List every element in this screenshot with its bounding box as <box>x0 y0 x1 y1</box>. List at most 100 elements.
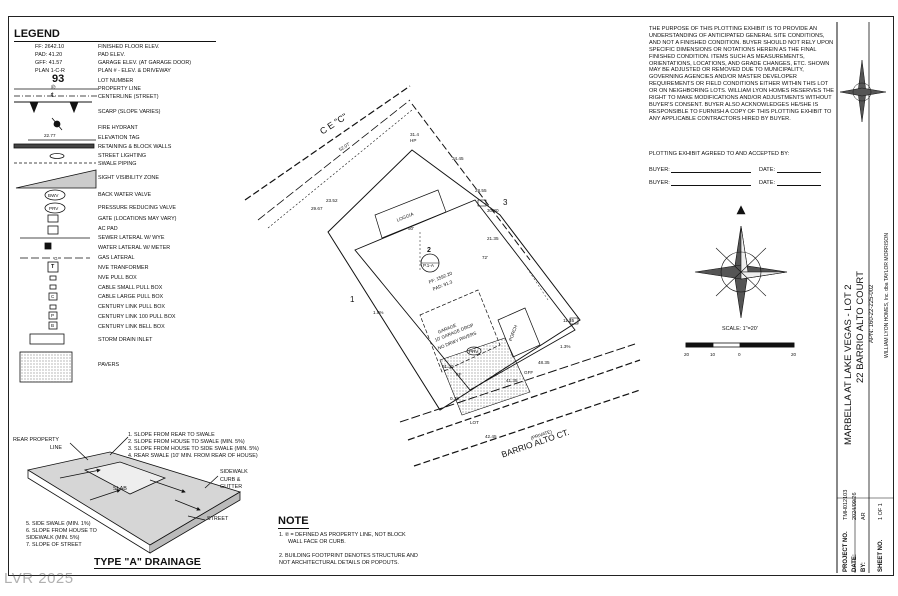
legend-label: CENTERLINE (STREET) <box>98 94 159 100</box>
sheet-value: 1 OF 1 <box>878 503 884 520</box>
by-value: AR <box>861 512 867 520</box>
drainage-step: SIDEWALK (MIN. 5%) <box>26 535 80 541</box>
project-no-label: PROJECT NO. <box>843 531 849 572</box>
legend-symbol-bwv: BWV <box>48 193 59 198</box>
buyer-line-2[interactable] <box>671 179 752 186</box>
plan-dim: 50' <box>408 226 414 231</box>
legend-label: CENTURY LINK PULL BOX <box>98 304 166 310</box>
plan-lot-number: 2 <box>427 247 431 254</box>
drainage-title: TYPE "A" DRAINAGE <box>94 556 201 569</box>
legend-label: PAD ELEV. <box>98 52 125 58</box>
drainage-step: 7. SLOPE OF STREET <box>26 542 82 548</box>
drawing-frame <box>8 16 894 576</box>
legend-symbol-gff: GFF: 41.57 <box>35 60 63 66</box>
legend-symbol-plan: PLAN 1-C-R <box>35 68 65 74</box>
legend-symbol-pad: PAD: 41.20 <box>35 52 63 58</box>
plan-elev: 81.30 <box>442 364 454 369</box>
drainage-label-rear: LINE <box>50 445 62 451</box>
by-label: BY: <box>861 562 867 572</box>
project-no-value: TMH012103 <box>843 489 849 520</box>
note-line: WALL FACE OR CURB. <box>288 539 346 545</box>
drainage-diagram <box>26 436 241 554</box>
date-line-2[interactable] <box>776 179 821 186</box>
watermark: LVR 2025 <box>4 570 74 587</box>
plan-dim: 72' <box>482 255 488 260</box>
drainage-step: 6. SLOPE FROM HOUSE TO <box>26 528 97 534</box>
legend-symbol-prv: PRV <box>49 206 59 211</box>
legend-symbol-cable-large: C <box>51 294 55 299</box>
note-line: 2. BUILDING FOOTPRINT DENOTES STRUCTURE … <box>279 553 418 559</box>
drainage-label-slab: SLAB <box>113 486 127 492</box>
date-label-tb: DATE: <box>852 554 858 572</box>
legend-label: NVE PULL BOX <box>98 275 137 281</box>
signature-row-1: BUYER: DATE: <box>649 166 821 173</box>
legend-label: WATER LATERAL W/ METER <box>98 245 171 251</box>
legend-label: RETAINING & BLOCK WALLS <box>98 144 172 150</box>
date-line-1[interactable] <box>776 166 821 173</box>
legend-label: PAVERS <box>98 362 120 368</box>
drainage-label-street: STREET <box>207 516 229 522</box>
legend-label: GAS LATERAL <box>98 255 135 261</box>
legend-symbol-elev: 22.77 <box>44 133 56 138</box>
date-label: DATE: <box>758 180 776 186</box>
site-plan <box>244 85 641 467</box>
plan-elev: GFF <box>524 370 534 375</box>
legend-label: CENTURY LINK 100 PULL BOX <box>98 314 176 320</box>
scale-bar <box>685 342 795 348</box>
legend-label: CENTURY LINK BELL BOX <box>98 324 165 330</box>
title-project: MARBELLA AT LAKE VEGAS - LOT 2 <box>843 284 854 445</box>
plan-elev: 23.52 <box>326 198 338 203</box>
plan-prv: PRV <box>469 349 479 354</box>
plan-elev: FF <box>456 372 462 377</box>
plan-elev: 42.45 <box>485 434 497 439</box>
buyer-line-1[interactable] <box>671 166 752 173</box>
plan-elev: 31.4 <box>410 132 419 137</box>
legend-label: STORM DRAIN INLET <box>98 337 153 343</box>
buyer-label: BUYER: <box>649 167 670 173</box>
compass-rose <box>839 59 887 123</box>
title-company: WILLIAM LYON HOMES, Inc. dba TAYLOR MORR… <box>884 233 890 358</box>
plan-elev: 30.80 <box>487 208 499 213</box>
legend-label: FINISHED FLOOR ELEV. <box>98 44 160 50</box>
date-value: 2024/09/26 <box>852 492 858 520</box>
date-label: DATE: <box>758 167 776 173</box>
plan-elev: 34.45 <box>452 156 464 161</box>
note-title: NOTE <box>278 515 309 529</box>
legend-symbol-centerline: ℄ <box>51 93 55 99</box>
drainage-label-curb: CURB & <box>220 477 241 483</box>
signature-row-2: BUYER: DATE: <box>649 179 821 186</box>
plan-lot-plan: P.1-A <box>423 263 434 268</box>
legend-label: PLAN # - ELEV. & DRIVEWAY <box>98 68 171 74</box>
legend-label: SCARP (SLOPE VARIES) <box>98 109 161 115</box>
title-apn: APN: 160-22-225-002 <box>869 284 875 343</box>
drainage-step: 4. REAR SWALE (10' MIN. FROM REAR OF HOU… <box>128 453 258 459</box>
drainage-step: 3. SLOPE FROM HOUSE TO SIDE SWALE (MIN. … <box>128 446 259 452</box>
legend-symbol-property: ℗ <box>51 85 56 91</box>
legend-label: BACK WATER VALVE <box>98 192 152 198</box>
legend-label: GATE (LOCATIONS MAY VARY) <box>98 216 177 222</box>
legend-symbol-lot: 93 <box>52 73 65 85</box>
legend-symbol-cl100: P <box>51 313 55 318</box>
plan-side-lot: 3 <box>503 198 508 207</box>
plan-elev: 28.55 <box>475 188 487 193</box>
north-arrow <box>694 205 788 319</box>
legend-label: LOT NUMBER <box>98 78 134 84</box>
drainage-step: 5. SIDE SWALE (MIN. 1%) <box>26 521 91 527</box>
drainage-step: 1. SLOPE FROM REAR TO SWALE <box>128 432 215 438</box>
plan-elev: LOT <box>470 420 479 425</box>
drainage-label-rear: REAR PROPERTY <box>13 437 60 443</box>
scale-tick: 10 <box>710 352 716 357</box>
signature-heading: PLOTTING EXHIBIT AGREED TO AND ACCEPTED … <box>649 151 790 157</box>
plan-elev: 1.3% <box>560 344 571 349</box>
legend-label: SEWER LATERAL W/ WYE <box>98 235 165 241</box>
legend-label: SWALE PIPING <box>98 161 137 167</box>
scale-tick: 20 <box>791 352 797 357</box>
note-line: NOT ARCHITECTURAL DETAILS OR POPOUTS. <box>279 560 400 566</box>
legend-label: SIGHT VISIBILITY ZONE <box>98 175 159 181</box>
legend-label: CABLE LARGE PULL BOX <box>98 294 164 300</box>
drainage-label-curb: GUTTER <box>220 484 243 490</box>
note-line: 1. ℗ = DEFINED AS PROPERTY LINE, NOT BLO… <box>279 532 406 538</box>
legend-symbol-ff: FF: 2642.10 <box>35 44 65 50</box>
legend-label: NVE TRANFORMER <box>98 265 149 271</box>
